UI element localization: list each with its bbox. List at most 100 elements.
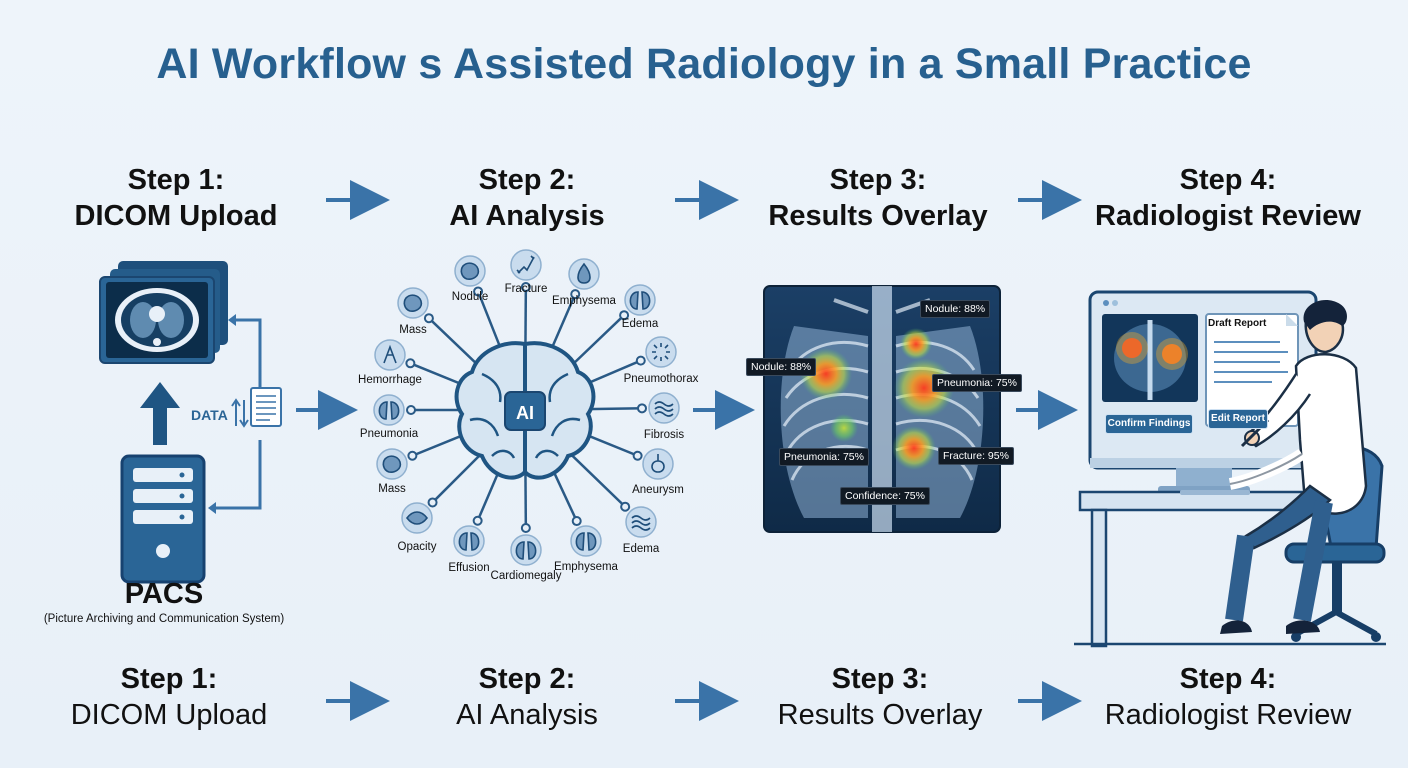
- ai-spoke: [431, 452, 483, 504]
- finding-label: Pneumothorax: [624, 373, 699, 385]
- step-4-number: Step 4:: [1179, 663, 1277, 695]
- radiologist-figure: [1220, 300, 1368, 634]
- ai-spoke-node: [407, 450, 418, 461]
- pacs-subtitle: (Picture Archiving and Communication Sys…: [43, 613, 285, 625]
- dicom-upload-panel: DATA: [99, 261, 282, 584]
- ai-spoke-node: [473, 286, 484, 297]
- lungs-icon: [510, 534, 542, 566]
- step-4-header-top: Step 4: Radiologist Review: [1068, 162, 1388, 234]
- ai-spoke-node: [620, 501, 631, 512]
- ai-spoke: [548, 293, 577, 354]
- ai-center-label: AI: [516, 403, 534, 423]
- mass-icon: [376, 448, 408, 480]
- ai-spoke: [476, 466, 502, 522]
- finding-label: Effusion: [448, 562, 489, 574]
- finding-label: Edema: [622, 318, 659, 330]
- step-1-number: Step 1:: [120, 663, 218, 695]
- confirm-findings-button[interactable]: Confirm Findings: [1105, 414, 1193, 434]
- overlay-finding-label: Pneumonia: 75%: [779, 448, 869, 466]
- ai-analysis-diagram: NoduleFractureEmphysemaEdemaPneumothorax…: [358, 249, 699, 582]
- step-2-number: Step 2:: [478, 663, 576, 695]
- finding-label: Opacity: [398, 541, 437, 553]
- step-3-number: Step 3:: [831, 663, 929, 695]
- step-3-header-top: Step 3: Results Overlay: [718, 162, 1038, 234]
- finding-label: Aneurysm: [632, 484, 684, 496]
- finding-label: Mass: [399, 324, 427, 336]
- step-2-header-top: Step 2: AI Analysis: [367, 162, 687, 234]
- xray-overlay-panel: [763, 285, 1001, 533]
- overlay-finding-label: Pneumonia: 75%: [932, 374, 1022, 392]
- ai-spoke: [568, 452, 627, 508]
- edema-waves-icon: [625, 506, 657, 538]
- lungs-icon: [624, 284, 656, 316]
- mass-icon: [397, 287, 429, 319]
- ai-spoke-node: [632, 450, 643, 461]
- ai-spoke-node: [520, 281, 531, 292]
- lungs-icon: [373, 394, 405, 426]
- emphysema-drop-icon: [568, 258, 600, 290]
- opacity-eye-icon: [401, 502, 433, 534]
- ai-spoke: [586, 407, 643, 411]
- lungs-icon: [570, 525, 602, 557]
- pneumothorax-icon: [645, 336, 677, 368]
- aneurysm-icon: [642, 448, 674, 480]
- step-1-name: DICOM Upload: [70, 699, 268, 731]
- pacs-title: PACS: [124, 578, 204, 610]
- step-1-header-bottom: Step 1: DICOM Upload: [9, 661, 329, 733]
- ai-spoke: [411, 432, 469, 457]
- ai-spoke: [550, 465, 578, 522]
- pacs-server-icon: [120, 454, 206, 584]
- ai-spoke-node: [571, 516, 582, 527]
- finding-label: Edema: [623, 543, 660, 555]
- step-2-number: Step 2:: [478, 164, 576, 196]
- finding-label: Fibrosis: [644, 429, 685, 441]
- step-4-number: Step 4:: [1179, 164, 1277, 196]
- ct-scan-stack-icon: [99, 261, 228, 364]
- draft-report-title: Draft Report: [1208, 318, 1267, 329]
- overlay-finding-label: Confidence: 75%: [840, 487, 930, 505]
- radiologist-review-scene: [1074, 290, 1386, 648]
- finding-label: Emphysema: [554, 561, 619, 573]
- hemorrhage-icon: [374, 339, 406, 371]
- finding-label: Nodule: [452, 291, 488, 303]
- ai-spoke-node: [423, 313, 434, 324]
- step-3-name: Results Overlay: [768, 200, 988, 232]
- lungs-icon: [453, 525, 485, 557]
- step-2-header-bottom: Step 2: AI Analysis: [367, 661, 687, 733]
- step-4-header-bottom: Step 4: Radiologist Review: [1068, 661, 1388, 733]
- step-4-name: Radiologist Review: [1104, 699, 1352, 731]
- step-2-name: AI Analysis: [456, 699, 598, 731]
- finding-label: Emphysema: [552, 295, 617, 307]
- overlay-finding-label: Nodule: 88%: [920, 300, 991, 318]
- ai-spoke-node: [472, 515, 483, 526]
- upload-arrow-icon: [140, 382, 180, 445]
- fibrosis-icon: [648, 392, 680, 424]
- ai-spoke-node: [619, 310, 630, 321]
- brain-icon: [454, 341, 596, 480]
- ai-spoke-node: [635, 355, 646, 366]
- data-label: DATA: [191, 407, 228, 423]
- ai-spoke: [568, 314, 625, 369]
- ai-spoke-node: [520, 523, 531, 534]
- ai-spoke-node: [637, 403, 648, 414]
- step-1-header-top: Step 1: DICOM Upload: [16, 162, 336, 234]
- edit-report-button[interactable]: Edit Report: [1208, 409, 1268, 429]
- data-transfer-icon: [231, 387, 282, 428]
- page-title: AI Workflow s Assisted Radiology in a Sm…: [156, 40, 1252, 88]
- finding-label: Pneumonia: [360, 428, 419, 440]
- step-4-name: Radiologist Review: [1095, 200, 1361, 232]
- step-2-name: AI Analysis: [449, 200, 605, 232]
- finding-label: Fracture: [505, 283, 548, 295]
- heatmap-spots: [800, 328, 954, 470]
- step-1-name: DICOM Upload: [74, 200, 278, 232]
- ai-spoke-node: [406, 405, 416, 415]
- step-3-header-bottom: Step 3: Results Overlay: [720, 661, 1040, 733]
- ai-spoke: [581, 432, 639, 457]
- data-loop-connector: [216, 318, 262, 510]
- fracture-icon: [510, 249, 542, 281]
- finding-label: Cardiomegaly: [491, 570, 562, 582]
- ai-spoke-node: [427, 497, 438, 508]
- overlay-finding-label: Nodule: 88%: [746, 358, 817, 376]
- step-1-number: Step 1:: [127, 164, 225, 196]
